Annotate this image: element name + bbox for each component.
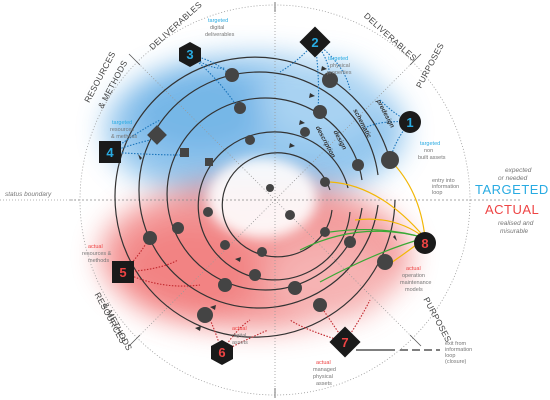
svg-text:deliverables: deliverables — [205, 32, 235, 38]
svg-text:digital: digital — [232, 333, 246, 339]
callout-5: actual resources & methods — [82, 244, 112, 264]
svg-text:& methods: & methods — [111, 134, 138, 140]
callout-3: targeted digital deliverables — [205, 18, 235, 38]
svg-text:managed: managed — [313, 367, 336, 373]
svg-text:targeted: targeted — [328, 56, 348, 62]
badge-3: 3 — [179, 42, 201, 67]
svg-text:properties: properties — [327, 70, 352, 76]
svg-text:actual: actual — [316, 360, 331, 366]
svg-text:1: 1 — [406, 115, 413, 130]
svg-text:targeted: targeted — [208, 18, 228, 24]
svg-text:8: 8 — [421, 236, 428, 251]
spiral-rings — [114, 56, 396, 338]
svg-text:assets: assets — [316, 381, 332, 387]
targeted-label: TARGETED — [475, 182, 549, 197]
ring-nodes — [143, 68, 399, 323]
svg-text:5: 5 — [119, 265, 126, 280]
svg-text:resources &: resources & — [82, 251, 112, 257]
svg-text:operation: operation — [402, 273, 425, 279]
section-purposes-top: PURPOSES — [414, 41, 446, 90]
actual-sub-1: realised and — [498, 220, 534, 227]
badge-1: 1 — [399, 111, 421, 133]
targeted-sub-1: expected — [505, 167, 532, 174]
exit-label-2: information — [445, 347, 472, 353]
svg-text:maintenance: maintenance — [400, 280, 432, 286]
badge-5: 5 — [112, 261, 134, 283]
exit-label-3: loop — [445, 353, 455, 359]
targeted-wash — [105, 55, 405, 205]
svg-text:3: 3 — [186, 47, 193, 62]
actual-sub-2: misurable — [500, 228, 529, 235]
callout-1: targeted non built assets — [418, 141, 446, 161]
actual-label: ACTUAL — [485, 202, 539, 217]
callout-6: actual digital assets — [232, 326, 248, 346]
svg-text:2: 2 — [311, 35, 318, 50]
entry-label-1: entry into — [432, 178, 455, 184]
badge-4: 4 — [99, 141, 121, 163]
exit-label-1: exit from — [445, 341, 467, 347]
svg-text:physical: physical — [330, 63, 350, 69]
section-deliverables-left: DELIVERABLES — [147, 0, 204, 52]
entry-label-3: loop — [432, 190, 442, 196]
status-boundary-label: status boundary — [5, 191, 52, 198]
svg-text:models: models — [405, 287, 423, 293]
section-ticks — [128, 2, 422, 398]
svg-text:physical: physical — [313, 374, 333, 380]
callout-8: actual operation maintenance models — [400, 266, 432, 293]
svg-text:actual: actual — [88, 244, 103, 250]
badge-2: 2 — [299, 26, 331, 58]
svg-text:targeted: targeted — [112, 120, 132, 126]
badge-7: 7 — [329, 326, 361, 358]
section-deliverables-right: DELIVERABLES — [362, 11, 419, 64]
svg-text:7: 7 — [341, 335, 348, 350]
badge-8: 8 — [414, 232, 436, 254]
callout-4: targeted resources & methods — [110, 120, 138, 140]
svg-text:6: 6 — [218, 345, 225, 360]
svg-text:non: non — [424, 148, 433, 154]
section-purposes-bottom: PURPOSES — [422, 295, 454, 344]
svg-text:methods: methods — [88, 258, 109, 264]
targeted-sub-2: or needed — [498, 175, 528, 182]
entry-label-2: information — [432, 184, 459, 190]
svg-text:actual: actual — [232, 326, 247, 332]
section-resources-bottom-2: & METHODS — [101, 301, 135, 353]
svg-text:built assets: built assets — [418, 155, 446, 161]
svg-text:assets: assets — [232, 340, 248, 346]
svg-text:targeted: targeted — [420, 141, 440, 147]
callout-7: actual managed physical assets — [313, 360, 336, 387]
svg-text:4: 4 — [106, 145, 114, 160]
svg-text:actual: actual — [406, 266, 421, 272]
svg-text:digital: digital — [210, 25, 224, 31]
callout-2: targeted physical properties — [327, 56, 352, 76]
badge-6: 6 — [211, 340, 233, 365]
exit-label-4: (closure) — [445, 359, 467, 365]
svg-text:resources: resources — [110, 127, 134, 133]
section-dividers — [0, 5, 414, 395]
